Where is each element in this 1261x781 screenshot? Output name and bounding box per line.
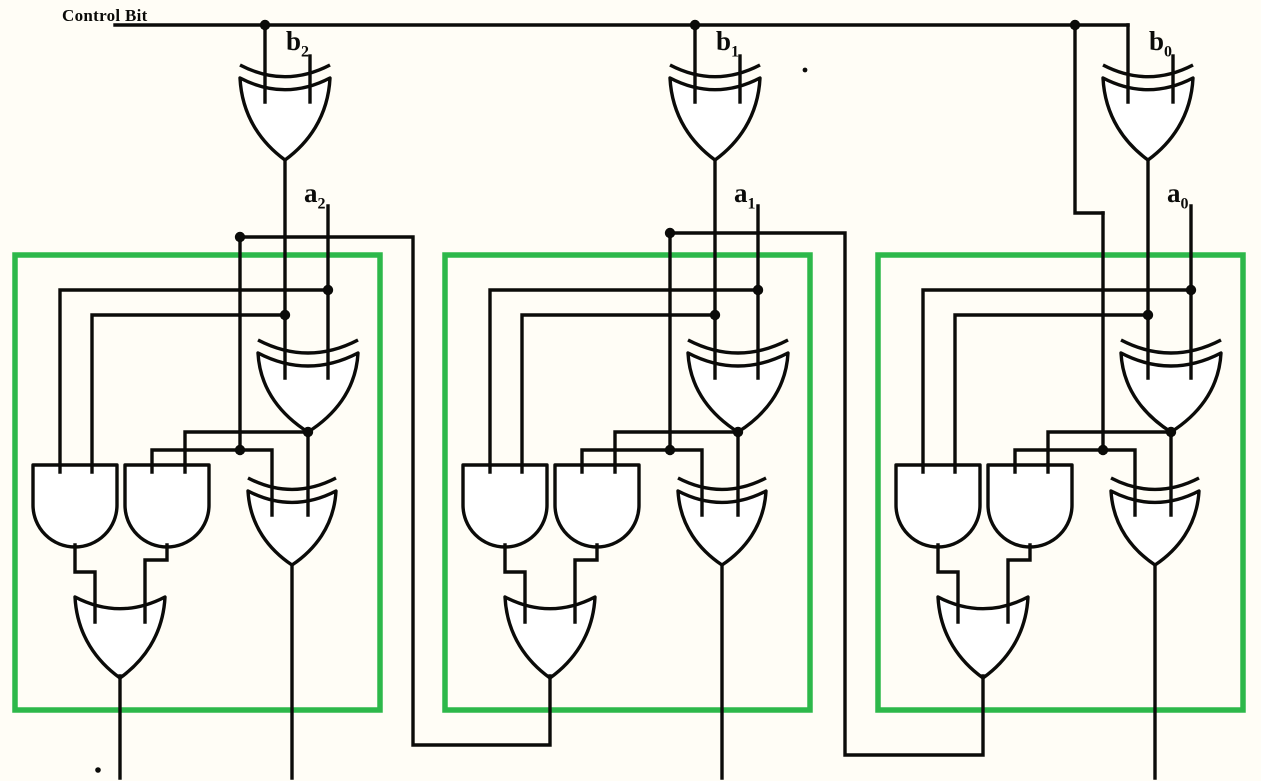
or-gate-carry-bit-2: [73, 595, 167, 680]
xor-gate-ab-bit-2: [256, 351, 360, 434]
or-gate-carry-bit-1: [503, 595, 597, 680]
and-gate-ab-bit-1: [461, 463, 549, 549]
xor-gate-ab-bit-2-input-arc: [257, 338, 359, 355]
xor-gate-b-bit-1: [668, 76, 762, 162]
junction-dot: [732, 426, 744, 438]
junction-dot: [322, 284, 334, 296]
and-gate-cin-bit-1: [553, 463, 641, 549]
junction-dot: [234, 444, 246, 456]
junction-dot: [302, 426, 314, 438]
full-adder-box-bit-1: [442, 252, 813, 713]
and2-output-wire: [573, 543, 599, 624]
xor-gate-ab-bit-0-input-arc: [1120, 338, 1222, 355]
xor-gate-ab-bit-1: [686, 351, 790, 434]
stray-mark: [95, 767, 101, 773]
junction-dot: [259, 19, 271, 31]
s1-branch-wire: [613, 430, 740, 474]
cin-branch-wire: [150, 448, 274, 517]
and1-output-wire: [73, 543, 97, 624]
and1-output-wire: [503, 543, 527, 624]
xor-gate-sum-bit-0-input-arc: [1110, 476, 1200, 492]
junction-dot: [234, 231, 246, 243]
xor-gate-sum-bit-2-input-arc: [247, 476, 337, 492]
xor-gate-sum-bit-1-input-arc: [677, 476, 767, 492]
xor-gate-ab-bit-1-input-arc: [687, 338, 789, 355]
and2-output-wire: [1006, 543, 1032, 624]
junction-dot: [709, 309, 721, 321]
carry-bit0-to-bit1-wire: [668, 231, 985, 757]
xor-gate-b-bit-0-input-arc: [1102, 63, 1194, 79]
cin-branch-wire: [580, 448, 704, 517]
xor-gate-sum-bit-0: [1109, 489, 1201, 567]
and-gate-cin-bit-0: [986, 463, 1074, 549]
junction-dot: [1185, 284, 1197, 296]
s1-branch-wire: [183, 430, 310, 474]
xor-gate-b-bit-2: [238, 76, 332, 162]
and1-output-wire: [936, 543, 960, 624]
control-carry-in-wire: [1073, 23, 1105, 215]
b-tap-wire: [520, 313, 717, 474]
carry-bit1-to-bit2-wire: [238, 235, 552, 747]
cin-branch-wire: [1013, 448, 1137, 517]
and-gate-ab-bit-2: [31, 463, 119, 549]
full-adder-box-bit-0: [875, 252, 1246, 713]
s1-branch-wire: [1046, 430, 1173, 474]
and-gate-ab-bit-0: [894, 463, 982, 549]
junction-dot: [1142, 309, 1154, 321]
and2-output-wire: [143, 543, 169, 624]
b-tap-wire: [953, 313, 1150, 474]
xor-gate-ab-bit-0: [1119, 351, 1223, 434]
junction-dot: [279, 309, 291, 321]
xor-gate-b-bit-0: [1101, 76, 1195, 162]
junction-dot: [664, 444, 676, 456]
xor-gate-sum-bit-1: [676, 489, 768, 567]
junction-dot: [1069, 19, 1081, 31]
junction-dot: [1097, 444, 1109, 456]
xor-gate-b-bit-1-input-arc: [669, 63, 761, 79]
stray-mark: [802, 67, 808, 73]
junction-dot: [752, 284, 764, 296]
junction-dot: [1165, 426, 1177, 438]
junction-dot: [664, 227, 676, 239]
full-adder-box-bit-2: [12, 252, 383, 713]
xor-gate-sum-bit-2: [246, 489, 338, 567]
or-gate-carry-bit-0: [936, 595, 1030, 680]
b-tap-wire: [90, 313, 287, 474]
and-gate-cin-bit-2: [123, 463, 211, 549]
junction-dot: [689, 19, 701, 31]
xor-gate-b-bit-2-input-arc: [239, 63, 331, 79]
